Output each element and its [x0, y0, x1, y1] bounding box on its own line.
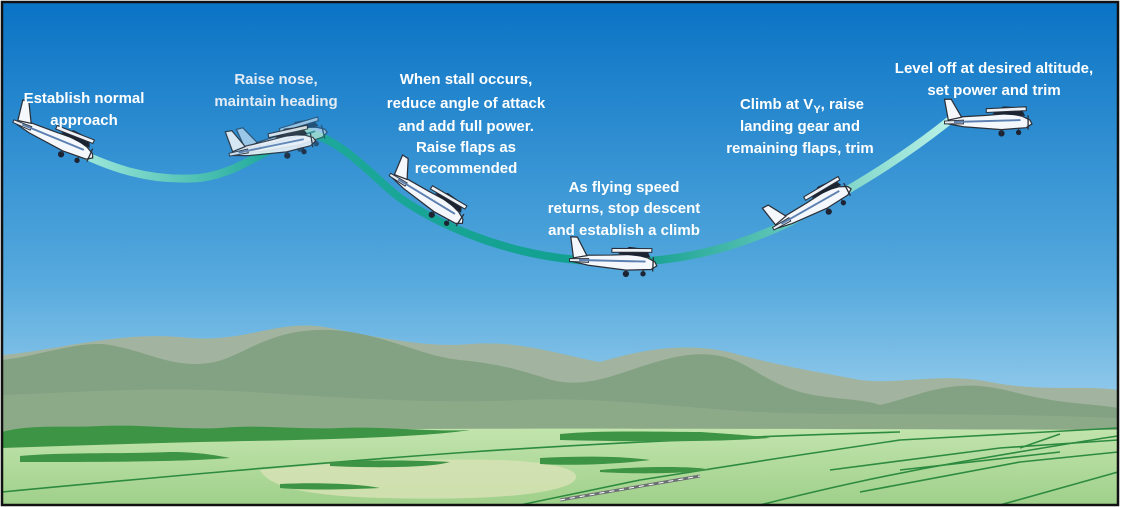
- step-6-label: Level off at desired altitude, set power…: [895, 60, 1093, 99]
- step-5-label: Climb at VY, raise landing gear and rema…: [726, 96, 874, 157]
- step-3-line-5: recommended: [415, 160, 518, 177]
- step-5-line-2: landing gear and: [740, 118, 860, 135]
- step-3-line-2: reduce angle of attack: [387, 95, 546, 112]
- tree-lines: [2, 425, 770, 490]
- step-3-line-1: When stall occurs,: [400, 71, 533, 88]
- step-4-label: As flying speed returns, stop descent an…: [548, 179, 701, 239]
- step-1-line-1: Establish normal: [24, 90, 145, 107]
- step-2-label: Raise nose, maintain heading: [214, 71, 337, 110]
- step-5-line-3: remaining flaps, trim: [726, 140, 874, 157]
- step-2-line-2: maintain heading: [214, 93, 337, 110]
- step-3-label: When stall occurs, reduce angle of attac…: [387, 71, 546, 177]
- step-4-line-1: As flying speed: [569, 179, 680, 196]
- step-1-line-2: approach: [50, 112, 118, 129]
- step-4-line-3: and establish a climb: [548, 222, 700, 239]
- field-lines: [1, 427, 1119, 506]
- step-5-subscript: Y: [813, 104, 821, 116]
- step-3-line-4: Raise flaps as: [416, 139, 516, 156]
- step-3-line-3: and add full power.: [398, 118, 534, 135]
- step-6-line-2: set power and trim: [927, 82, 1060, 99]
- step-2-line-1: Raise nose,: [234, 71, 317, 88]
- step-6-line-1: Level off at desired altitude,: [895, 60, 1093, 77]
- step-5-suffix: , raise: [821, 96, 864, 113]
- step-1-label: Establish normal approach: [24, 90, 145, 129]
- step-5-prefix: Climb at V: [740, 96, 813, 113]
- step-5-line-1: Climb at VY, raise: [740, 96, 864, 116]
- step-4-line-2: returns, stop descent: [548, 200, 701, 217]
